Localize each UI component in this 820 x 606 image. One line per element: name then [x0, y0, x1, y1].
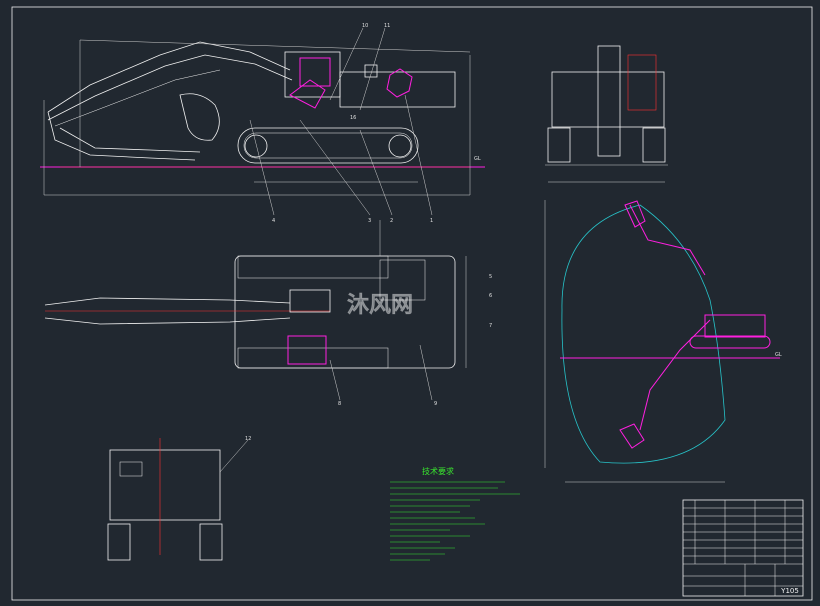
leader-9 — [419, 344, 433, 401]
ground-label-envelope: GL — [775, 352, 782, 358]
front-track-right — [642, 127, 666, 163]
top-seat-highlight — [287, 335, 327, 365]
drive-sprocket — [388, 134, 412, 158]
tech-notes-title: 技术要求 — [422, 466, 454, 476]
track-inner — [243, 132, 413, 159]
ground-label-side: GL — [474, 156, 481, 162]
callout-3: 3 — [368, 218, 371, 224]
envelope-track — [689, 335, 771, 349]
drawing-frame — [11, 6, 813, 601]
top-track-right — [237, 347, 389, 369]
front-view — [545, 45, 668, 183]
arm-lower — [47, 111, 196, 161]
callout-16: 16 — [350, 115, 356, 121]
rear-body — [109, 449, 221, 521]
front-cab-window — [627, 54, 657, 111]
leader-11 — [359, 27, 386, 111]
leader-3 — [299, 119, 371, 216]
exhaust — [364, 64, 378, 78]
top-upper-outline — [234, 255, 456, 369]
engine-highlight — [386, 68, 413, 98]
rear-track-left — [107, 523, 131, 561]
arm-cylinder-line — [54, 69, 221, 127]
boom-bottom-chord — [47, 54, 293, 121]
callout-1: 1 — [430, 218, 433, 224]
callout-5: 5 — [489, 274, 492, 280]
top-boom-upper — [44, 297, 291, 306]
leader-4 — [249, 119, 275, 216]
callout-8: 8 — [338, 401, 341, 407]
title-block-model-code: Y105 — [780, 587, 799, 595]
seat-highlight — [289, 79, 326, 109]
top-engine-bay — [379, 259, 426, 301]
envelope-body — [704, 314, 766, 338]
side-view: 10 11 16 1 2 3 4 GL — [40, 23, 485, 224]
arm-upper — [59, 127, 201, 153]
leader-1 — [404, 94, 433, 216]
front-upper-body — [551, 71, 665, 128]
rear-view: 12 — [107, 436, 251, 561]
callout-6: 6 — [489, 293, 492, 299]
callout-12: 12 — [245, 436, 251, 442]
engine-house — [339, 71, 456, 108]
envelope-bucket-low — [619, 423, 645, 449]
watermark-text: 沐风网 — [347, 293, 413, 318]
digging-envelope — [561, 204, 726, 464]
top-extension — [79, 39, 471, 53]
envelope-bucket-high — [624, 200, 646, 228]
top-track-left — [237, 255, 389, 279]
leader-12 — [219, 439, 249, 473]
front-track-left — [547, 127, 571, 163]
boom-top-chord — [47, 41, 291, 113]
front-boom — [597, 45, 621, 157]
top-view: 5 6 7 8 9 — [44, 220, 492, 407]
leader-8 — [329, 359, 341, 401]
callout-9: 9 — [434, 401, 437, 407]
envelope-boom-low — [639, 319, 711, 431]
track-frame — [237, 127, 419, 164]
leader-2 — [359, 129, 393, 216]
envelope-view: GL — [544, 200, 782, 483]
leader-10 — [329, 27, 364, 101]
callout-11: 11 — [384, 23, 390, 29]
callout-7: 7 — [489, 323, 492, 329]
top-boom-lower — [44, 317, 291, 325]
bucket-profile — [179, 93, 220, 141]
rear-counterweight-detail — [119, 461, 143, 477]
idler-wheel — [244, 134, 268, 158]
tech-notes: 技术要求 — [390, 466, 520, 561]
top-cab-outline — [289, 289, 331, 313]
cab-window — [299, 57, 331, 87]
title-block: Y105 — [682, 499, 804, 597]
callout-2: 2 — [390, 218, 393, 224]
cab — [284, 51, 341, 98]
rear-track-right — [199, 523, 223, 561]
envelope-boom-high — [629, 204, 706, 276]
callout-10: 10 — [362, 23, 368, 29]
callout-4: 4 — [272, 218, 275, 224]
